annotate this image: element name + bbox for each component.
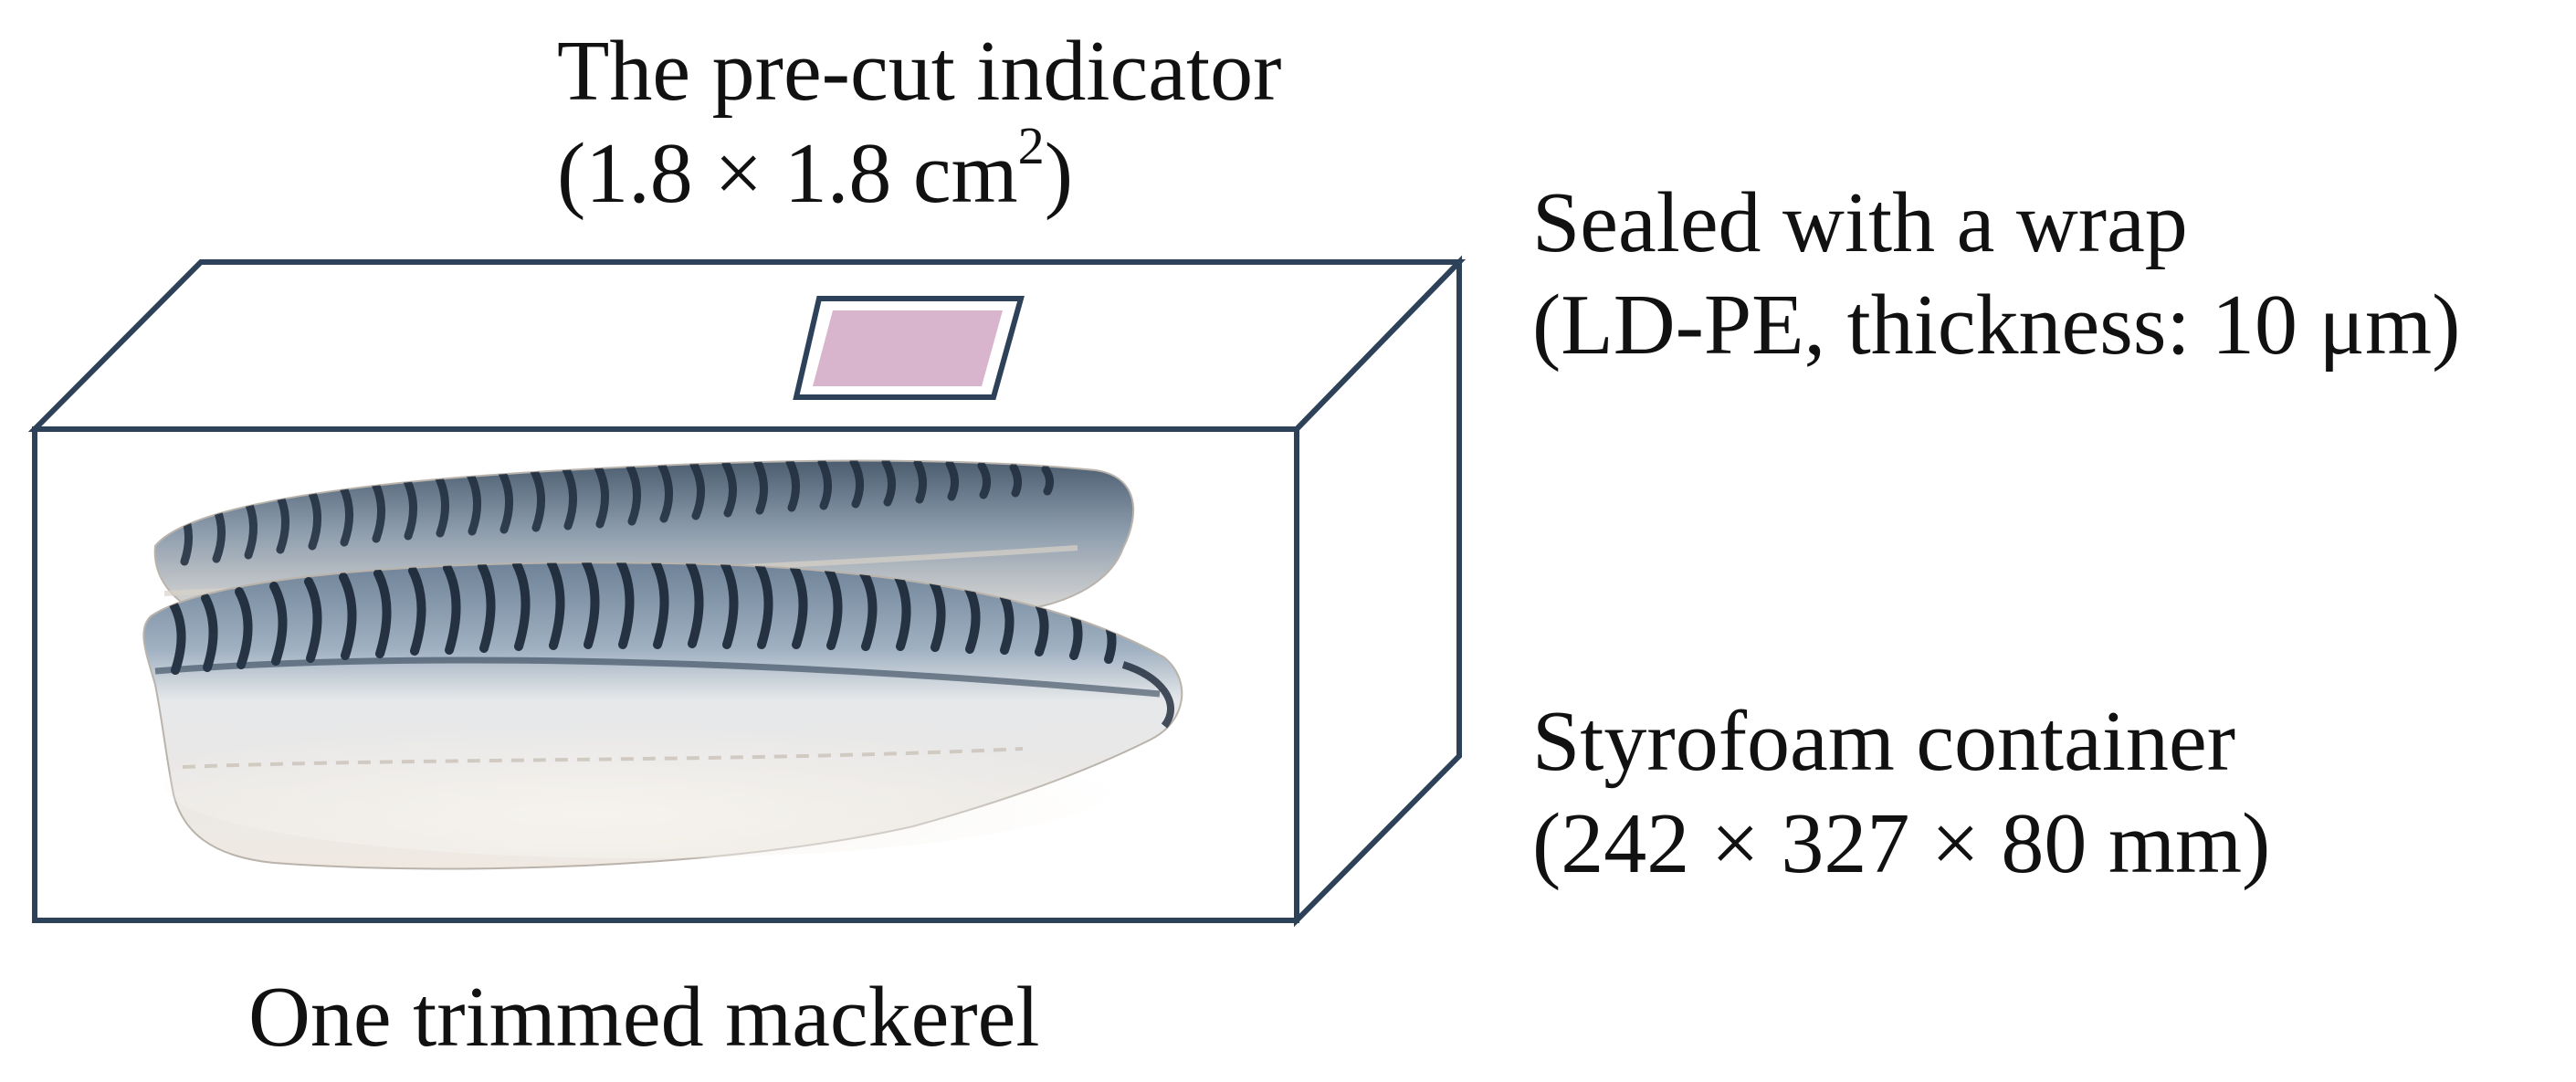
indicator-label: The pre-cut indicator (1.8 × 1.8 cm2) <box>557 20 1281 225</box>
mackerel-fillet-icon <box>142 459 1183 870</box>
pre-cut-indicator-icon <box>793 296 1025 400</box>
indicator-size-text: (1.8 × 1.8 cm <box>557 126 1018 221</box>
container-label-line1: Styrofoam container <box>1532 694 2236 789</box>
wrap-label-line1: Sealed with a wrap <box>1532 175 2188 270</box>
indicator-square <box>813 310 1003 386</box>
wrap-label: Sealed with a wrap (LD-PE, thickness: 10… <box>1532 172 2460 376</box>
indicator-label-line1: The pre-cut indicator <box>557 24 1282 119</box>
indicator-label-line2: (1.8 × 1.8 cm2) <box>557 119 1281 225</box>
indicator-size-close: ) <box>1044 126 1074 221</box>
wrap-label-line2: (LD-PE, thickness: 10 μm) <box>1532 278 2461 373</box>
indicator-size-exponent: 2 <box>1017 116 1045 176</box>
box-top-face <box>27 259 1467 432</box>
fish-label: One trimmed mackerel <box>248 966 1040 1068</box>
container-label: Styrofoam container (242 × 327 × 80 mm) <box>1532 690 2270 895</box>
fish-label-text: One trimmed mackerel <box>248 970 1040 1065</box>
container-label-line2: (242 × 327 × 80 mm) <box>1532 796 2271 891</box>
front-fillet <box>142 562 1183 870</box>
